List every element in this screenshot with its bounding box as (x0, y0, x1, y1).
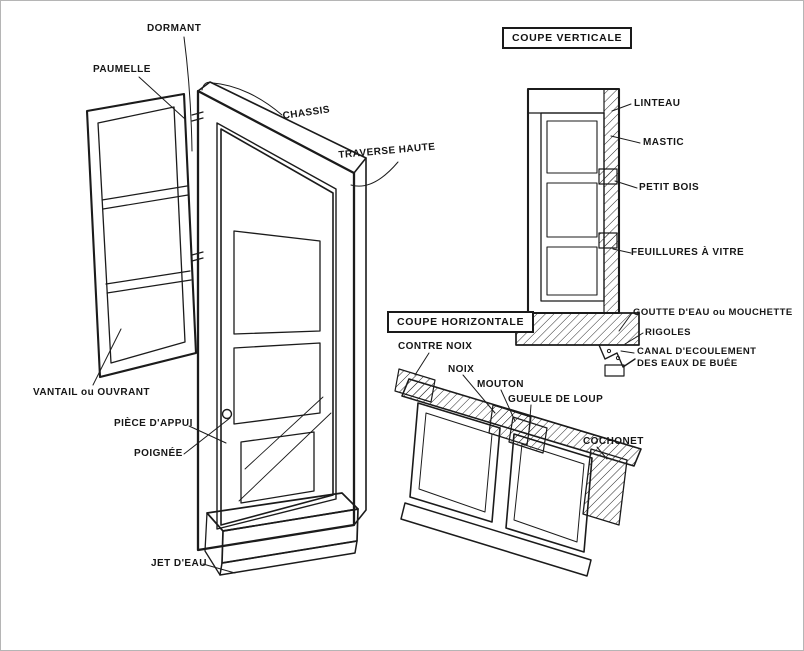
leader-dormant (183, 36, 193, 152)
leader-paumelle (138, 76, 186, 120)
hsection-right-sash-inner (513, 443, 585, 543)
glass-reflection-lines (238, 396, 332, 502)
leader-mastic (610, 135, 641, 144)
horizontal-section-drawing (394, 368, 642, 577)
open-casement-outer (85, 92, 198, 379)
leader-gueule-de-loup (528, 404, 532, 432)
frame-right-depth (353, 157, 367, 526)
pane-1 (233, 230, 321, 335)
frame-top-depth (197, 81, 367, 174)
petit-bois-bar-2 (598, 232, 618, 249)
label-vantail: VANTAIL ou OUVRANT (33, 387, 150, 398)
label-gueule-de-loup: GUEULE DE LOUP (508, 394, 604, 405)
vsection-pane-2 (546, 182, 598, 238)
pane-2 (233, 342, 321, 425)
label-petit-bois: PETIT BOIS (639, 182, 700, 193)
leader-petit-bois (614, 180, 638, 189)
casement-outer (220, 128, 334, 526)
leader-lines (92, 36, 644, 574)
label-contre-noix: CONTRE NOIX (398, 341, 473, 352)
leader-cochonet (596, 446, 608, 460)
closed-casement (220, 128, 334, 526)
label-noix: NOIX (448, 364, 475, 375)
leader-traverse-haute (350, 161, 399, 187)
leader-piece-appui (188, 425, 227, 444)
hsection-bottom-band (400, 502, 592, 577)
hsection-left-sash-inner (418, 412, 493, 513)
vsection-pane-1 (546, 120, 598, 174)
main-window-drawing (85, 81, 367, 576)
vertical-section-drawing (515, 87, 640, 377)
vsection-pane-3 (546, 246, 598, 296)
leader-poignee (183, 417, 231, 455)
leader-rigoles (624, 332, 644, 345)
label-mouton: MOUTON (477, 379, 524, 390)
vsection-cut-band (603, 88, 620, 314)
section-title-vertical-cut: COUPE VERTICALE (502, 27, 633, 49)
leader-feuillures (612, 248, 632, 254)
label-rigoles: RIGOLES (645, 327, 691, 338)
leader-jet-eau (202, 563, 236, 574)
frame-inner (216, 122, 337, 530)
label-dormant: DORMANT (147, 23, 202, 34)
label-poignee: POIGNÉE (134, 448, 183, 459)
open-casement (85, 92, 198, 379)
hsection-left-sash-outer (409, 402, 501, 523)
pane-3 (240, 431, 315, 504)
leader-canal (620, 350, 635, 354)
rigole-channel-2 (615, 355, 621, 361)
open-casement-rail1 (101, 185, 189, 210)
label-linteau: LINTEAU (634, 98, 681, 109)
leader-goutte-eau (618, 312, 633, 332)
drip-profile (598, 344, 636, 368)
open-casement-inner (97, 106, 186, 364)
rigole-channel-1 (606, 348, 612, 354)
label-goutte-eau: GOUTTE D'EAU ou MOUCHETTE (633, 307, 793, 318)
condensation-canal (604, 364, 625, 377)
leader-vantail (92, 328, 122, 386)
hinge-marks (191, 111, 204, 262)
section-title-horizontal-cut: COUPE HORIZONTALE (387, 311, 535, 333)
gueule-de-loup-joint-block (508, 416, 548, 454)
label-cochonet: COCHONET (583, 436, 644, 447)
cochonet-block (582, 448, 628, 526)
leader-chassis (201, 81, 283, 116)
jet-eau-lip (219, 540, 358, 576)
sill-and-jet-eau (204, 492, 359, 576)
handle-knob (221, 408, 233, 420)
leader-contre-noix (414, 352, 430, 376)
contre-noix-block (394, 368, 436, 403)
label-jet-eau: JET D'EAU (151, 558, 207, 569)
label-piece-appui: PIÈCE D'APPUI (114, 418, 193, 429)
leader-linteau (611, 103, 632, 112)
petit-bois-bar-1 (598, 168, 618, 185)
label-feuillures-a-vitre: FEUILLURES À VITRE (631, 247, 745, 258)
vsection-inner-frame (540, 112, 605, 302)
leader-mouton (500, 389, 516, 422)
label-canal-ecoulement: CANAL D'ECOULEMENT DES EAUX DE BUÉE (637, 346, 757, 370)
label-paumelle: PAUMELLE (93, 64, 151, 75)
leader-noix (462, 374, 496, 414)
label-mastic: MASTIC (643, 137, 685, 148)
open-casement-rail2 (105, 270, 192, 294)
hsection-right-sash-outer (505, 433, 593, 553)
